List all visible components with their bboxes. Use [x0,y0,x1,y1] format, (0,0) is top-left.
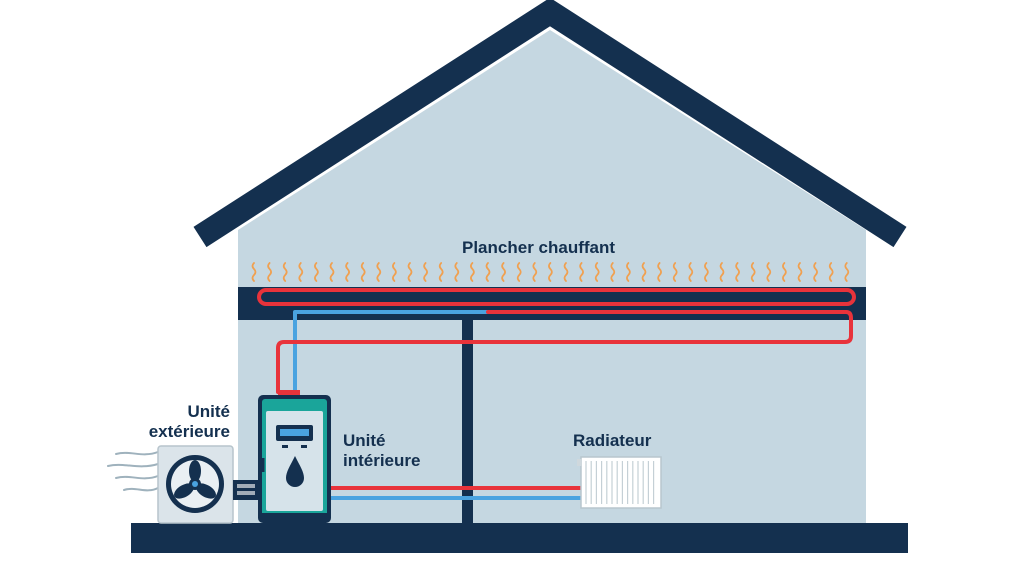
heat-wave [345,262,350,282]
heat-wave [797,262,803,282]
heat-wave [314,262,319,282]
heat-wave [516,262,522,282]
outdoor-unit [157,445,259,524]
indoor-unit [258,390,331,523]
heat-wave [298,262,304,282]
air-flow-icon [107,451,159,492]
heat-wave [548,262,553,282]
heat-wave [251,262,257,282]
label-indoor-unit: Unité intérieure [343,431,420,471]
heat-wave [282,262,288,282]
heat-wave [267,262,272,282]
radiator [580,456,662,509]
heat-wave [360,262,366,282]
heat-wave [532,262,538,282]
heat-wave [719,262,725,282]
radiator-pipes [330,486,582,500]
label-outdoor-line-1: Unité [187,402,231,421]
heat-wave [813,262,818,282]
water-drop-icon [286,456,304,487]
heat-wave [470,262,475,282]
heat-wave [610,262,616,282]
heat-wave [657,262,662,282]
heat-wave [454,262,460,282]
heat-wave [579,262,584,282]
fan-icon [174,460,216,499]
house-wall [238,30,866,523]
label-radiator: Radiateur [573,431,652,450]
heat-wave [423,262,428,282]
label-outdoor-unit: Unité extérieure [120,402,230,442]
heat-wave [501,262,506,282]
heat-wave [844,262,850,282]
house-roof [193,0,907,248]
label-indoor-line-2: intérieure [343,451,421,470]
heat-wave [672,262,678,282]
heat-wave [828,262,834,282]
heat-wave [626,262,631,282]
heat-wave [641,262,647,282]
floor-heating-coil [257,288,856,394]
heat-wave [688,262,694,282]
heat-wave [376,262,382,282]
heat-wave [704,262,709,282]
heat-wave [750,262,756,282]
heat-wave [485,262,491,282]
support-column [462,320,473,523]
heat-wave [392,262,397,282]
heat-wave [782,262,787,282]
heat-wave [563,262,569,282]
label-floor-heating: Plancher chauffant [462,238,616,257]
label-outdoor-line-2: extérieure [148,422,230,441]
ground [131,523,908,553]
heat-wave [329,262,335,282]
heat-wave [594,262,600,282]
heat-wave [766,262,772,282]
heat-wave-icon [251,262,850,282]
radiator-valve [577,459,582,466]
heat-wave [735,262,740,282]
label-indoor-line-1: Unité [343,431,386,450]
heat-wave [438,262,444,282]
heat-wave [407,262,413,282]
